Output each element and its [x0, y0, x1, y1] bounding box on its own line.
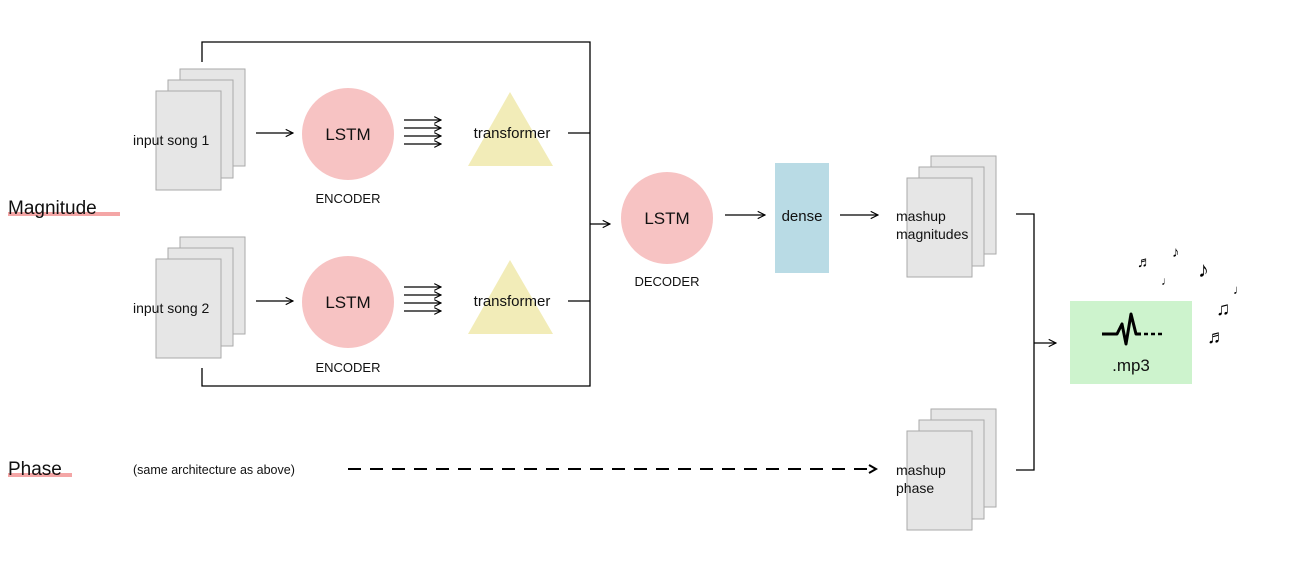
transformer-1-label: transformer	[474, 125, 551, 142]
encoder-2-lstm	[302, 256, 394, 348]
encoder-2-multi-arrows	[404, 287, 441, 311]
music-note-icon: ♩	[1233, 282, 1246, 297]
magnitude-row-label: Magnitude	[8, 198, 120, 219]
transformer-1-triangle	[468, 92, 553, 166]
music-note-icon: ♫	[1216, 299, 1230, 320]
dense-box	[775, 163, 829, 273]
encoder-1: input song 1 LSTM ENCODER transformer	[133, 68, 553, 206]
phase-row-label: Phase	[8, 459, 72, 480]
waveform-icon	[1102, 312, 1162, 346]
encoder-2-lstm-label: LSTM	[325, 293, 370, 312]
dense-layer: dense	[775, 163, 829, 273]
input-song-1-stack	[155, 68, 246, 191]
input-song-2-label: input song 2	[133, 300, 209, 316]
phase-underline	[8, 473, 72, 477]
merge-bracket	[1016, 213, 1035, 471]
mashup-magnitudes-line-2: magnitudes	[896, 226, 968, 242]
mashup-phase-line-1: mashup	[896, 462, 946, 478]
music-note-icon: ♬	[1207, 327, 1226, 348]
encoder-1-multi-arrows	[404, 120, 441, 144]
decoder-lstm	[621, 172, 713, 264]
phase-note: (same architecture as above)	[133, 463, 295, 477]
music-note-icon: ♬	[1137, 254, 1152, 271]
mashup-phase-stack	[906, 408, 997, 531]
mashup-phase-line-2: phase	[896, 480, 934, 496]
input-song-2-stack	[155, 236, 246, 359]
input-song-1-label: input song 1	[133, 132, 209, 148]
mashup-magnitudes-line-1: mashup	[896, 208, 946, 224]
encoder-1-lstm	[302, 88, 394, 180]
magnitude-label: Magnitude	[8, 198, 97, 219]
encoder-bracket	[201, 41, 591, 387]
encoder-1-lstm-label: LSTM	[325, 125, 370, 144]
magnitude-underline	[8, 212, 120, 216]
encoder-2-caption: ENCODER	[315, 360, 380, 375]
decoder-lstm-label: LSTM	[644, 209, 689, 228]
phase-label: Phase	[8, 459, 62, 480]
mashup-magnitudes-stack	[906, 155, 997, 278]
music-note-icon: ♪	[1198, 257, 1209, 282]
dense-label: dense	[782, 208, 823, 225]
decoder-caption: DECODER	[634, 274, 699, 289]
music-note-icon: ♪	[1172, 244, 1180, 261]
mp3-output: .mp3	[1070, 301, 1192, 384]
mp3-label: .mp3	[1112, 356, 1150, 375]
music-note-icon: ♩	[1161, 274, 1173, 288]
decoder: LSTM DECODER	[621, 172, 713, 289]
transformer-2-triangle	[468, 260, 553, 334]
transformer-2-label: transformer	[474, 293, 551, 310]
music-notes-icon: ♬ ♪ ♪ ♩ ♫ ♬ ♩	[1137, 244, 1246, 348]
encoder-1-caption: ENCODER	[315, 191, 380, 206]
encoder-2: input song 2 LSTM ENCODER transformer	[133, 236, 553, 375]
